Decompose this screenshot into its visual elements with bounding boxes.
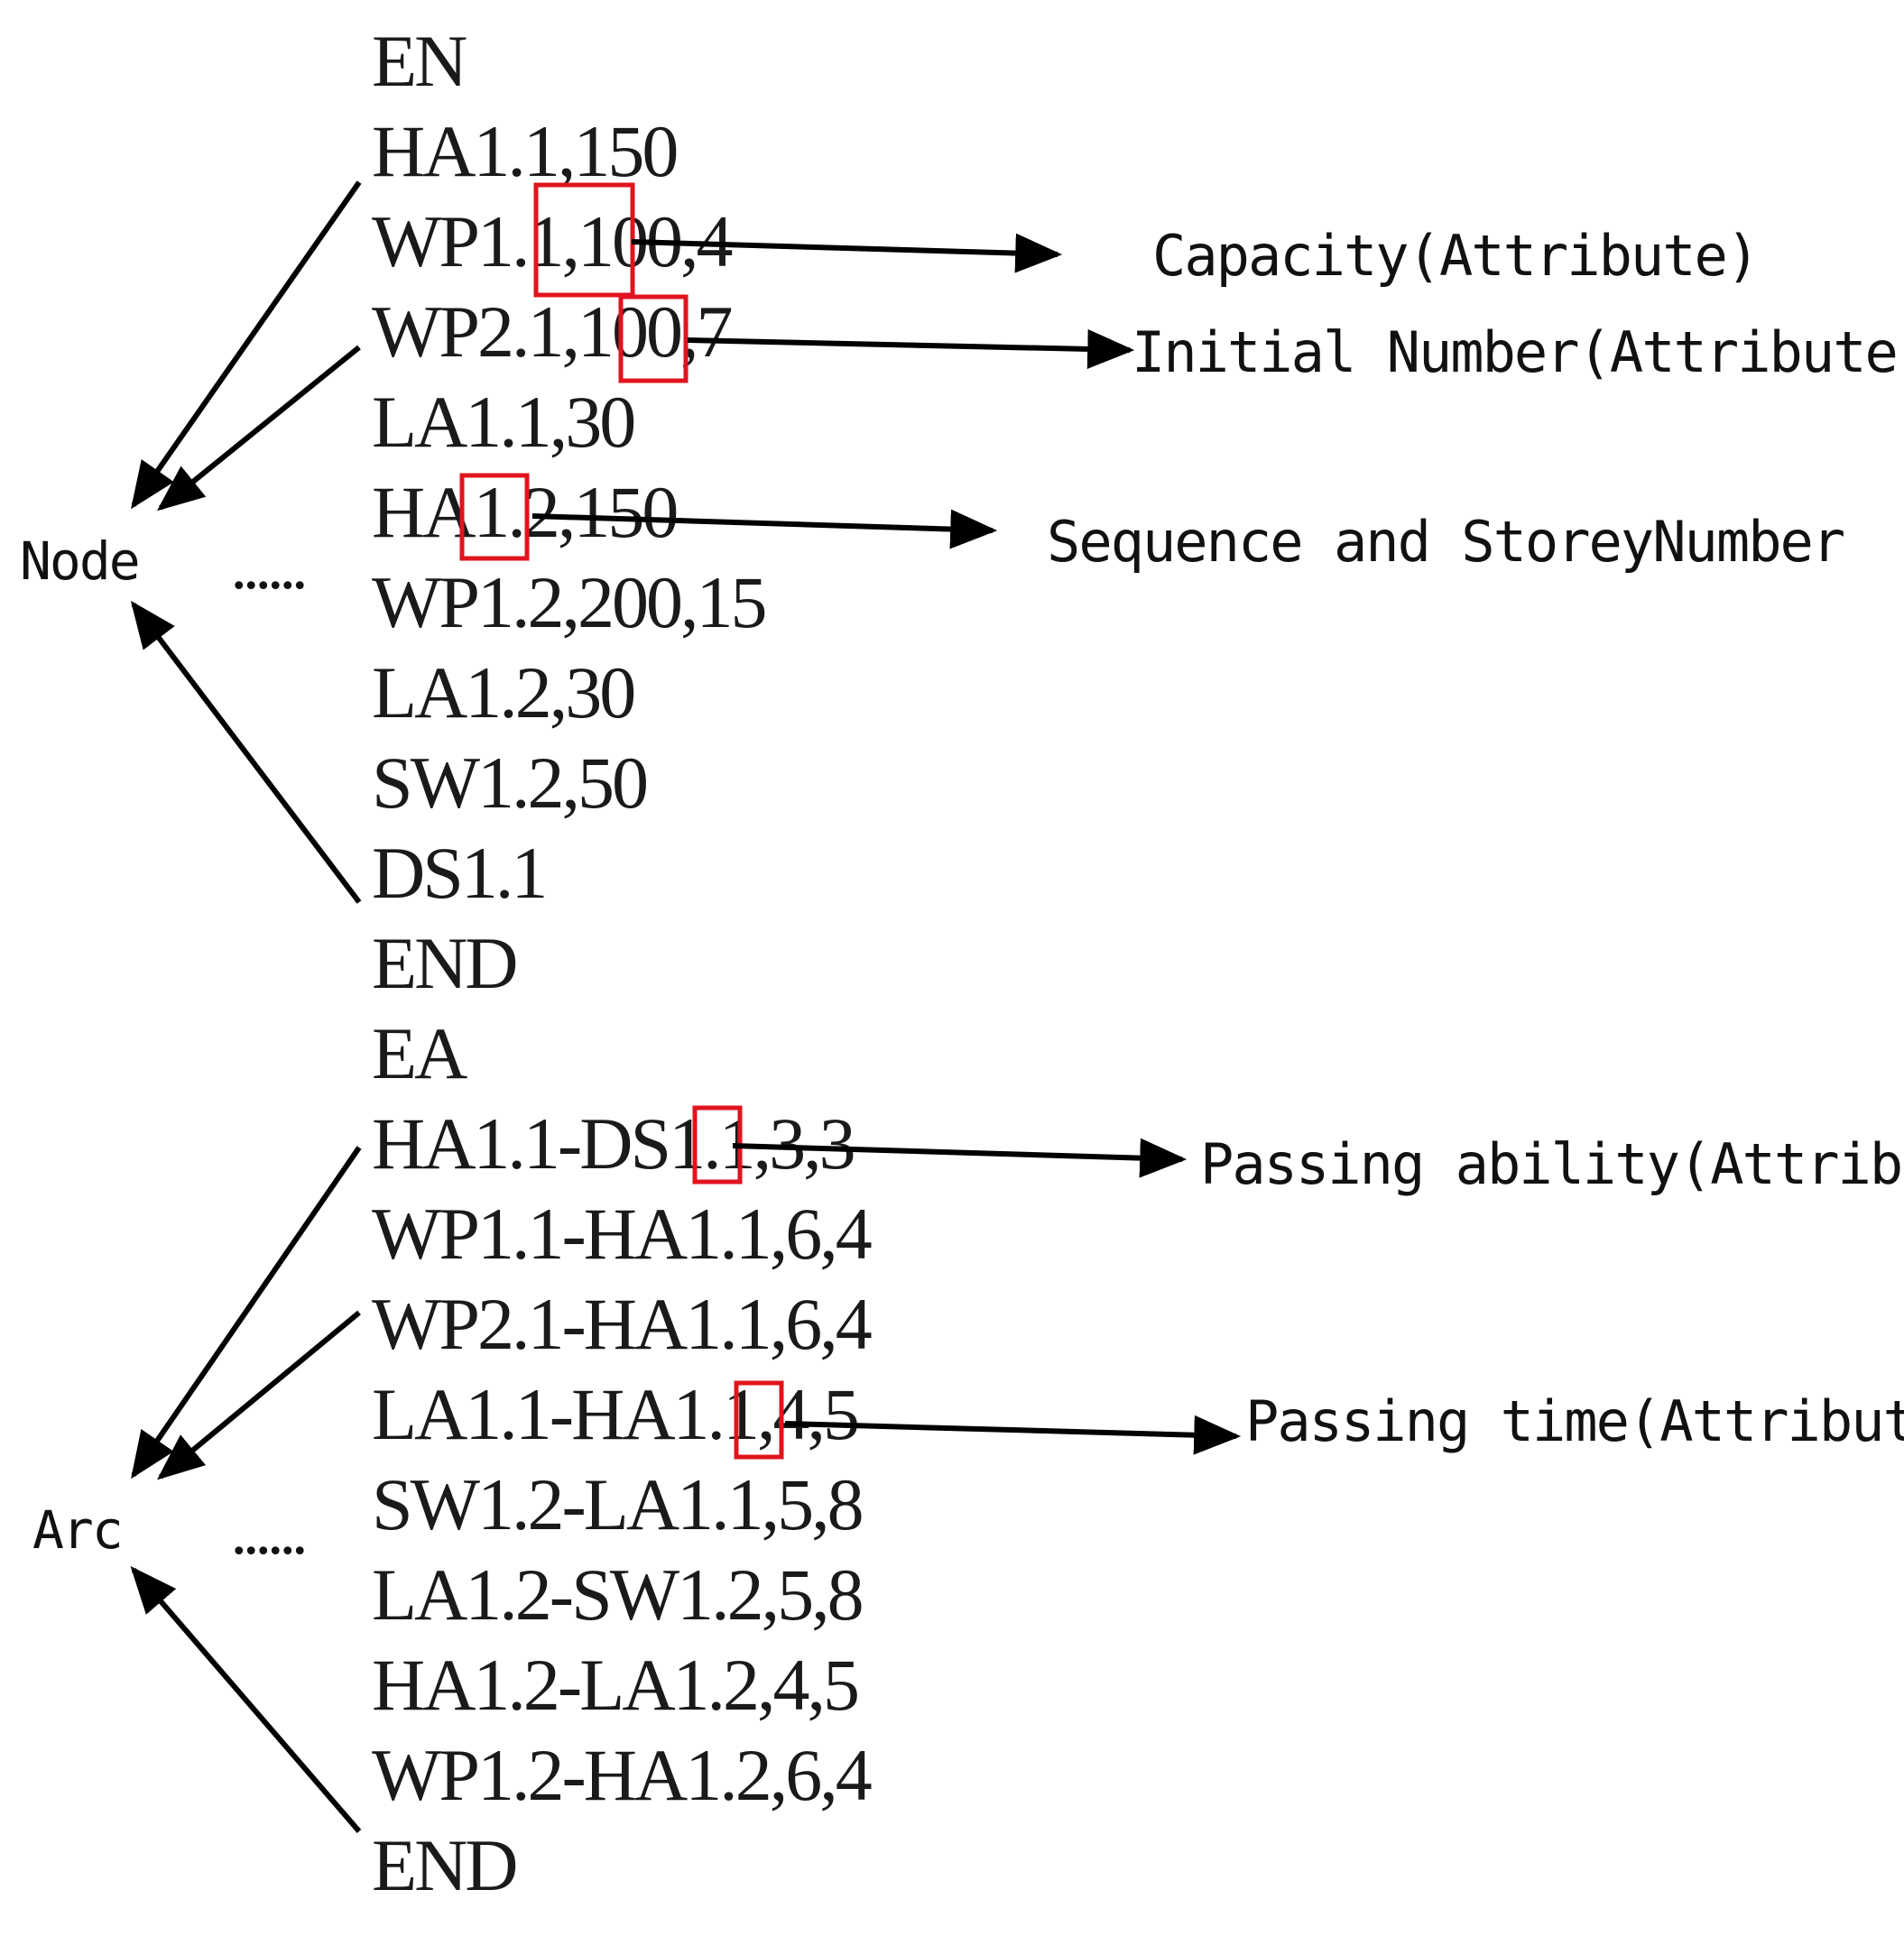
arc-section-end: END — [372, 1824, 516, 1906]
node-arrow-3 — [130, 600, 362, 904]
arc-line: WP1.2-HA1.2,6,4 — [372, 1734, 872, 1816]
node-line: SW1.2,50 — [372, 742, 646, 824]
arc-line: LA1.2-SW1.2,5,8 — [372, 1553, 862, 1636]
initial-number-callout-arrow — [687, 328, 1135, 369]
arc-line: SW1.2-LA1.1,5,8 — [372, 1463, 862, 1545]
passing-time-highlight-box — [734, 1380, 784, 1460]
node-line: WP2.1,100,7 — [372, 290, 732, 373]
passing-time-callout-label: Passing time(Attribute) — [1245, 1388, 1904, 1454]
arc-line: HA1.2-LA1.2,4,5 — [372, 1644, 857, 1726]
node-line: HA1.2,150 — [372, 471, 676, 553]
node-arrow-2 — [156, 345, 361, 512]
passing-ability-callout-label: Passing ability(Attribute) — [1200, 1131, 1904, 1197]
node-group-label: Node — [20, 530, 139, 592]
sequence-callout-label: Sequence and StoreyNumber — [1047, 509, 1844, 575]
node-ellipsis: ...... — [233, 545, 306, 599]
arc-arrow-2 — [156, 1310, 361, 1480]
arc-arrow-3 — [130, 1566, 362, 1833]
node-line: HA1.1,150 — [372, 110, 676, 192]
node-arrow-1 — [131, 180, 362, 510]
node-line: DS1.1 — [372, 832, 545, 914]
arc-section-start: EA — [372, 1012, 467, 1094]
passing-ability-callout-arrow — [732, 1138, 1188, 1178]
initial-number-callout-label: Initial Number(Attribute) — [1132, 319, 1904, 385]
initial-number-highlight-box — [618, 294, 689, 383]
sequence-highlight-box — [459, 473, 530, 561]
node-line: WP1.2,200,15 — [372, 561, 765, 643]
arc-ellipsis: ...... — [233, 1510, 306, 1564]
node-line: LA1.1,30 — [372, 381, 633, 463]
arc-line: HA1.1-DS1.1,3,3 — [372, 1102, 854, 1185]
sequence-callout-arrow — [531, 509, 998, 549]
arc-line: WP1.1-HA1.1,6,4 — [372, 1193, 872, 1275]
arc-line: LA1.1-HA1.1,4,5 — [372, 1373, 857, 1455]
capacity-callout-label: Capacity(Attribute) — [1152, 223, 1758, 289]
node-section-start: EN — [372, 20, 467, 102]
capacity-callout-arrow — [631, 233, 1063, 273]
node-line: LA1.2,30 — [372, 651, 633, 733]
passing-time-callout-arrow — [784, 1415, 1242, 1455]
arc-group-label: Arc — [32, 1499, 122, 1561]
arc-arrow-1 — [131, 1146, 362, 1480]
arc-line: WP2.1-HA1.1,6,4 — [372, 1283, 872, 1365]
node-section-end: END — [372, 922, 516, 1004]
